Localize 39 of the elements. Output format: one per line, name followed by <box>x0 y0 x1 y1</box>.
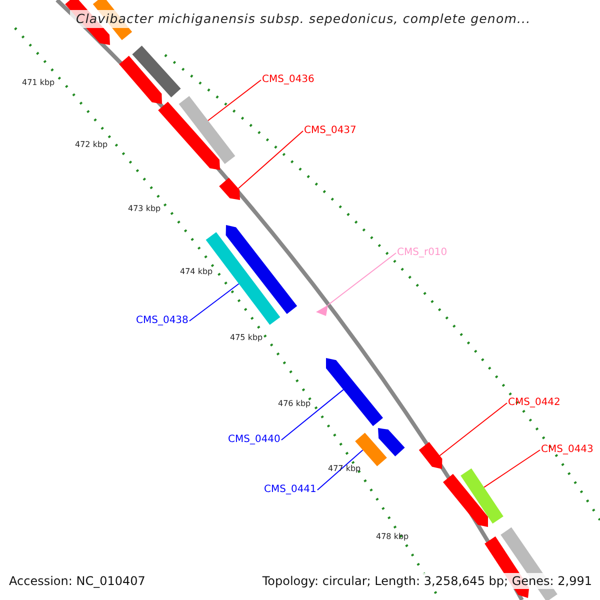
position-label: 473 kbp <box>128 204 161 214</box>
gene-block <box>418 442 442 469</box>
leader-line <box>280 389 344 440</box>
gene-block <box>226 225 298 314</box>
leader-line <box>188 283 240 322</box>
gene-label: CMS_0437 <box>304 125 356 137</box>
gene-block <box>355 432 387 466</box>
genome-info-text: Topology: circular; Length: 3,258,645 bp; Genes: 2,991 <box>262 573 592 589</box>
position-label: 471 kbp <box>22 78 55 88</box>
rna-marker <box>316 305 328 316</box>
gene-label: CMS_0440 <box>228 434 280 446</box>
gene-block <box>326 358 383 426</box>
position-label: 475 kbp <box>230 333 263 343</box>
leader-line <box>316 450 364 490</box>
leader-line <box>439 402 508 456</box>
leader-line <box>238 130 304 189</box>
position-label: 477 kbp <box>328 464 361 474</box>
position-label: 476 kbp <box>278 399 311 409</box>
gene-block <box>158 102 220 170</box>
gene-block <box>178 96 236 164</box>
gene-block <box>132 46 181 98</box>
gene-block <box>219 178 240 200</box>
genome-info-text: Accession: NC_010407 <box>9 573 146 589</box>
gene-block <box>119 56 162 104</box>
leader-line <box>328 252 396 306</box>
position-label: 472 kbp <box>75 140 108 150</box>
gene-label: CMS_r010 <box>397 247 448 259</box>
gene-label: CMS_0441 <box>264 484 316 496</box>
leader-line <box>208 80 262 122</box>
leader-line <box>484 450 540 488</box>
gene-block <box>460 468 504 524</box>
position-label: 474 kbp <box>180 267 213 277</box>
gene-label: CMS_0443 <box>541 444 594 456</box>
gene-block <box>443 474 488 527</box>
gene-label: CMS_0436 <box>262 74 314 86</box>
gene-label: CMS_0442 <box>508 397 560 409</box>
gene-block <box>378 428 405 456</box>
position-label: 478 kbp <box>376 532 409 542</box>
gene-label: CMS_0438 <box>136 315 188 327</box>
